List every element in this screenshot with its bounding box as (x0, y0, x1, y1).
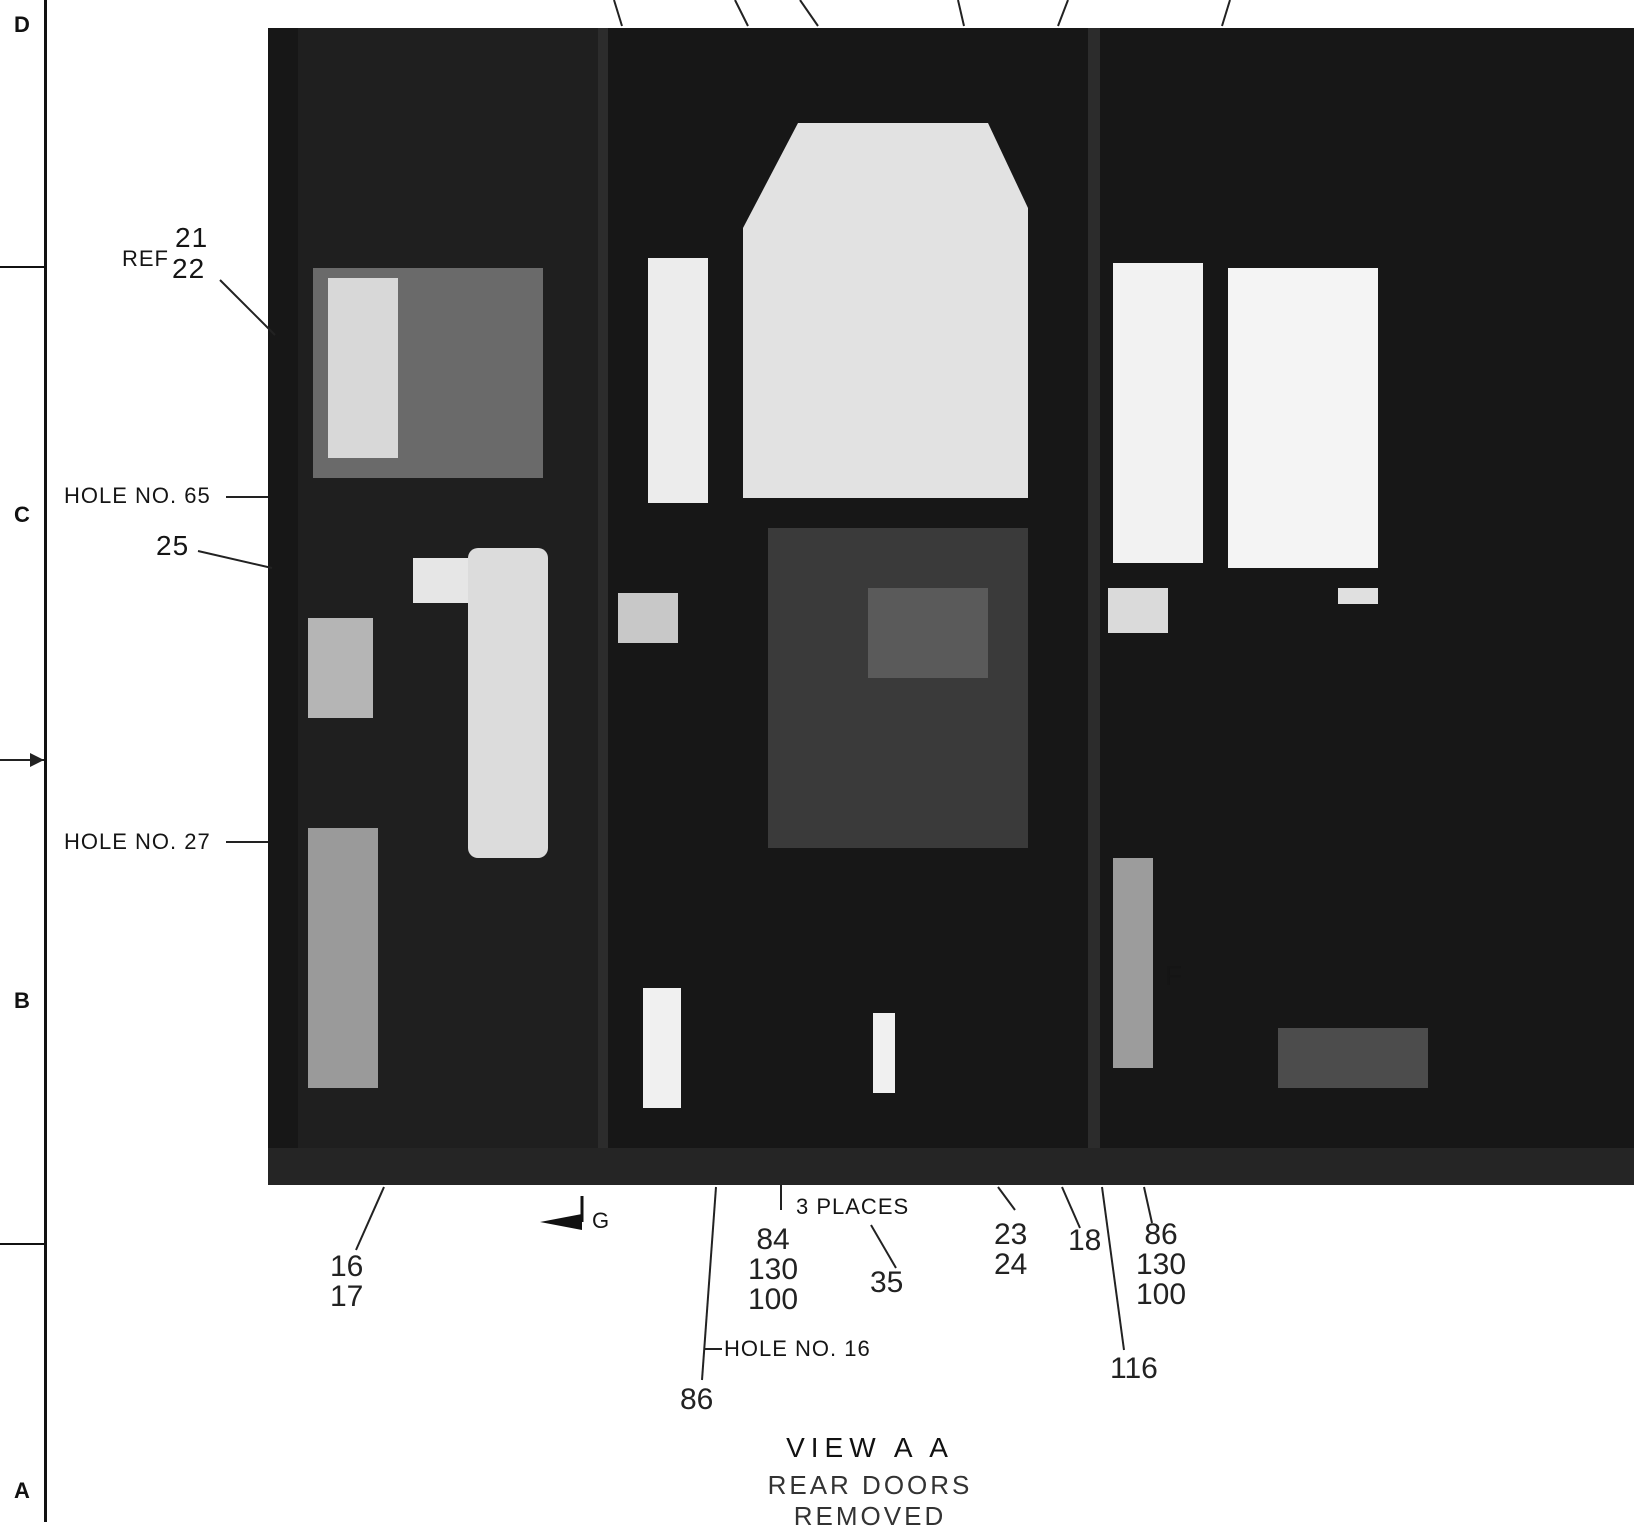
callout-116: 116 (1110, 1352, 1158, 1385)
zone-letter-c: C (14, 502, 30, 527)
ref-number-bottom: 22 (172, 253, 206, 284)
equipment-photo (268, 28, 1634, 1185)
f-marker: F (1165, 960, 1184, 991)
hole-27-label: HOLE NO. 27 (64, 829, 211, 854)
callout-18: 18 (1068, 1224, 1102, 1257)
callout-35: 35 (870, 1266, 904, 1299)
ref-number-top: 21 (175, 222, 209, 253)
view-subtitle: REAR DOORS REMOVED (767, 1470, 973, 1531)
zone-divider (0, 266, 46, 268)
ref-label: REF (122, 242, 169, 273)
callout-84-130-100: 84 130 100 (748, 1223, 799, 1316)
callout-23-24: 23 24 (994, 1218, 1028, 1281)
hole-16-label: HOLE NO. 16 (724, 1336, 871, 1361)
g-marker: G (592, 1208, 611, 1233)
zone-letter-d: D (14, 12, 30, 37)
hole-65-label: HOLE NO. 65 (64, 483, 211, 508)
callout-86-130-100: 86 130 100 (1136, 1218, 1187, 1311)
drawing-border-left (44, 0, 47, 1522)
zone-letter-b: B (14, 988, 30, 1013)
ref-prefix: REF (122, 246, 169, 271)
zone-divider (0, 1243, 46, 1245)
zone-letter-a: A (14, 1478, 30, 1503)
view-title: VIEW A A (786, 1432, 954, 1463)
three-places-label: 3 PLACES (796, 1194, 910, 1219)
item-25-label: 25 (156, 530, 190, 561)
callout-16-17: 16 17 (330, 1250, 364, 1313)
callout-86: 86 (680, 1383, 714, 1416)
equipment-photo-graphic (268, 28, 1634, 1185)
